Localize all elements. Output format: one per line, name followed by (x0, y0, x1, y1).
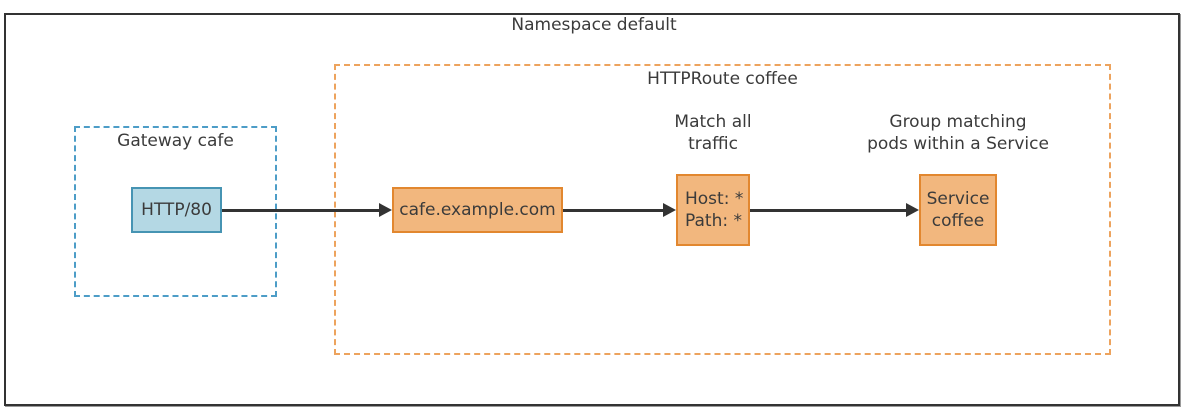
service-label-line2: coffee (931, 211, 985, 231)
service-label-line1: Service (926, 189, 990, 209)
arrowhead-icon (906, 203, 919, 217)
service-annotation-line1: Group matching (889, 112, 1027, 132)
match-annotation-line2: traffic (688, 134, 738, 154)
arrow-listener-to-hostname (222, 203, 392, 217)
service-annotation-line2: pods within a Service (867, 134, 1049, 154)
gateway-group-label: Gateway cafe (117, 131, 234, 151)
arrowhead-icon (379, 203, 392, 217)
match-host-line: Host: * (685, 189, 744, 209)
listener-label: HTTP/80 (141, 200, 212, 220)
match-annotation-line1: Match all (674, 112, 752, 132)
arrow-match-to-service (750, 203, 919, 217)
hostname-label: cafe.example.com (399, 200, 556, 220)
match-node: Host: * Path: * (676, 174, 750, 246)
service-annotation: Group matching pods within a Service (867, 111, 1049, 155)
hostname-node: cafe.example.com (392, 187, 563, 233)
match-path-line: Path: * (685, 211, 742, 231)
namespace-title: Namespace default (511, 15, 677, 35)
match-annotation: Match all traffic (674, 111, 751, 155)
arrow-hostname-to-match (563, 203, 676, 217)
httproute-group-label: HTTPRoute coffee (647, 69, 798, 89)
service-node: Service coffee (919, 174, 997, 246)
arrowhead-icon (663, 203, 676, 217)
listener-node: HTTP/80 (131, 187, 222, 233)
